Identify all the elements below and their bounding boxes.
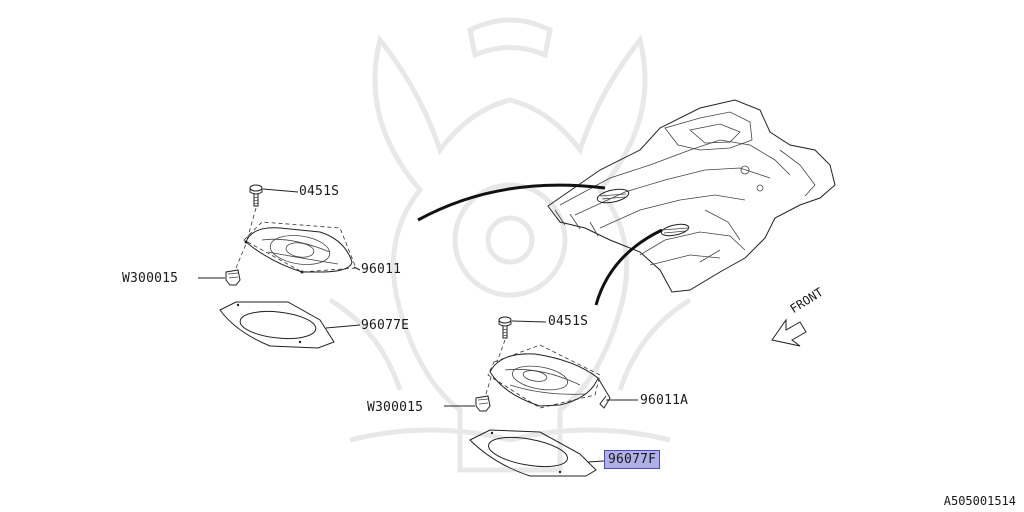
callout-seal-lower-highlighted[interactable]: 96077F [604, 450, 661, 469]
callout-bolt-lower: 0451S [548, 314, 589, 329]
pad-lower [487, 344, 638, 409]
pad-upper [243, 221, 361, 274]
floor-pan-assembly [547, 99, 836, 293]
reference-arc-upper [417, 183, 606, 222]
diagram-code: A505001514 [943, 494, 1016, 508]
clip-upper [198, 243, 247, 286]
front-direction-arrow [771, 318, 807, 347]
callout-bolt-upper: 0451S [299, 184, 340, 199]
seal-upper [219, 301, 361, 349]
seal-lower [469, 429, 605, 477]
reference-arc-lower [594, 228, 663, 306]
callout-clip-lower: W300015 [367, 400, 424, 415]
callout-clip-upper: W300015 [122, 271, 179, 286]
callout-pad-lower: 96011A [640, 393, 689, 408]
callout-seal-upper: 96077E [361, 318, 410, 333]
bolt-upper [246, 184, 299, 241]
bolt-lower [496, 316, 547, 363]
clip-lower [444, 373, 493, 412]
callout-pad-upper: 96011 [361, 262, 402, 277]
